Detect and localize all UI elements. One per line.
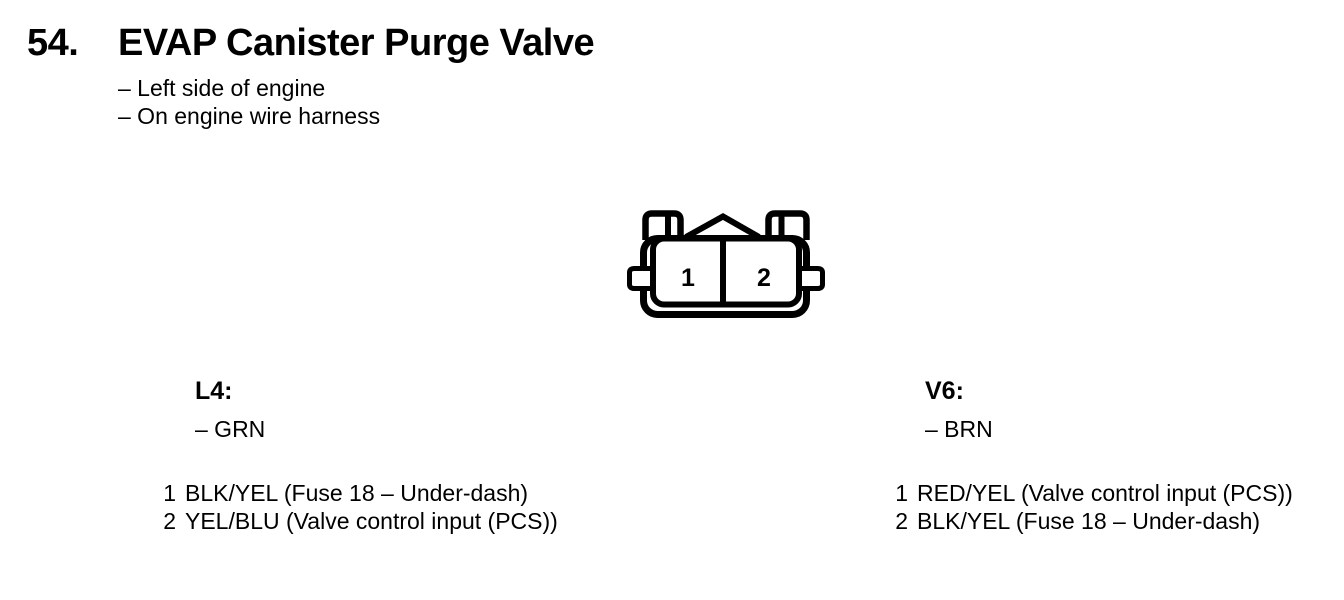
location-note: – Left side of engine: [118, 75, 326, 101]
pin-row: 2 YEL/BLU (Valve control input (PCS)): [163, 507, 558, 535]
pin-number: 2: [163, 508, 176, 534]
connector-diagram: 1 2: [626, 208, 826, 320]
location-notes: – Left side of engine – On engine wire h…: [118, 74, 380, 130]
variant-v6-wire-color: – BRN: [925, 416, 993, 442]
connector-left-ear: [627, 266, 652, 291]
cavity-2-label: 2: [757, 264, 771, 292]
pin-number: 1: [895, 480, 908, 506]
pin-number: 1: [163, 480, 176, 506]
location-note: – On engine wire harness: [118, 103, 381, 129]
pin-list-l4: 1 BLK/YEL (Fuse 18 – Under-dash) 2 YEL/B…: [163, 479, 558, 535]
pin-description: YEL/BLU (Valve control input (PCS)): [185, 508, 558, 534]
connector-drawing-icon: 1 2: [627, 210, 825, 318]
variant-v6-label: V6:: [925, 377, 964, 405]
variant-l4-wire-color: – GRN: [195, 416, 266, 442]
item-number: 54.: [27, 22, 79, 64]
pin-description: RED/YEL (Valve control input (PCS)): [917, 480, 1293, 506]
pin-number: 2: [895, 508, 908, 534]
connector-keying-ridge: [684, 213, 761, 240]
pin-row: 1 BLK/YEL (Fuse 18 – Under-dash): [163, 479, 558, 507]
variant-l4: L4: – GRN: [195, 379, 265, 441]
page-title: EVAP Canister Purge Valve: [118, 22, 595, 64]
connector-right-tab: [765, 210, 810, 240]
pin-description: BLK/YEL (Fuse 18 – Under-dash): [185, 480, 529, 506]
pin-row: 1 RED/YEL (Valve control input (PCS)): [895, 479, 1293, 507]
pin-row: 2 BLK/YEL (Fuse 18 – Under-dash): [895, 507, 1293, 535]
variant-l4-label: L4:: [195, 377, 233, 405]
connector-right-ear: [800, 266, 825, 291]
connector-left-tab: [642, 210, 684, 240]
variant-v6: V6: – BRN: [925, 379, 993, 441]
pin-description: BLK/YEL (Fuse 18 – Under-dash): [917, 508, 1261, 534]
pin-list-v6: 1 RED/YEL (Valve control input (PCS)) 2 …: [895, 479, 1293, 535]
cavity-1-label: 1: [681, 264, 695, 292]
